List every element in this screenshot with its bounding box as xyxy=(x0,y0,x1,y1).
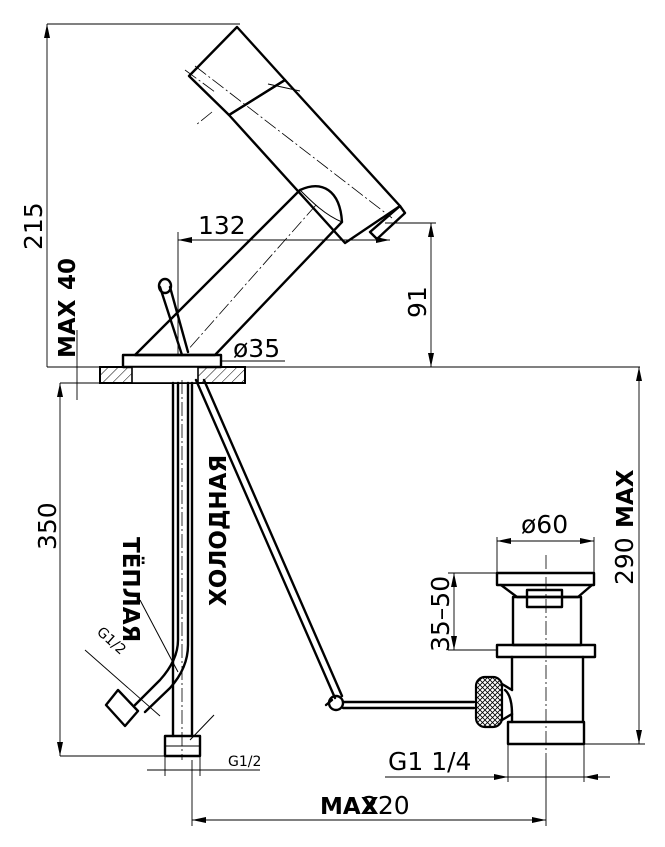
dim-total-height: 215 xyxy=(19,202,48,250)
dim-waste-length-label: MAX xyxy=(613,469,639,528)
dim-hose-thread-cold: G1/2 xyxy=(228,754,261,770)
dim-waste-diameter: ø60 xyxy=(521,510,568,539)
label-warm: ТЁПЛАЯ xyxy=(117,537,145,642)
dim-rod-length-label: MAX xyxy=(320,794,379,820)
dim-waste-range: 35–50 xyxy=(426,576,455,652)
deck-plate xyxy=(47,366,640,384)
dim-reach: 132 xyxy=(198,211,246,240)
label-cold: ХОЛОДНАЯ xyxy=(206,455,232,606)
dim-base-diameter: ø35 xyxy=(233,334,280,363)
dim-deck-max-label: MAX xyxy=(55,299,81,358)
dim-hose-length: 350 xyxy=(33,502,62,550)
pop-up-waste xyxy=(474,555,597,760)
dim-rod-length-value: 220 xyxy=(362,791,410,820)
supply-hoses xyxy=(104,378,476,760)
dim-spout-height: 91 xyxy=(403,286,432,318)
dim-waste-thread: G1 1/4 xyxy=(388,747,471,776)
dimension-lines xyxy=(44,23,645,826)
dim-waste-length-value: 290 xyxy=(610,537,639,585)
dim-deck-max-value: 40 xyxy=(55,258,81,290)
faucet-body xyxy=(121,25,407,369)
